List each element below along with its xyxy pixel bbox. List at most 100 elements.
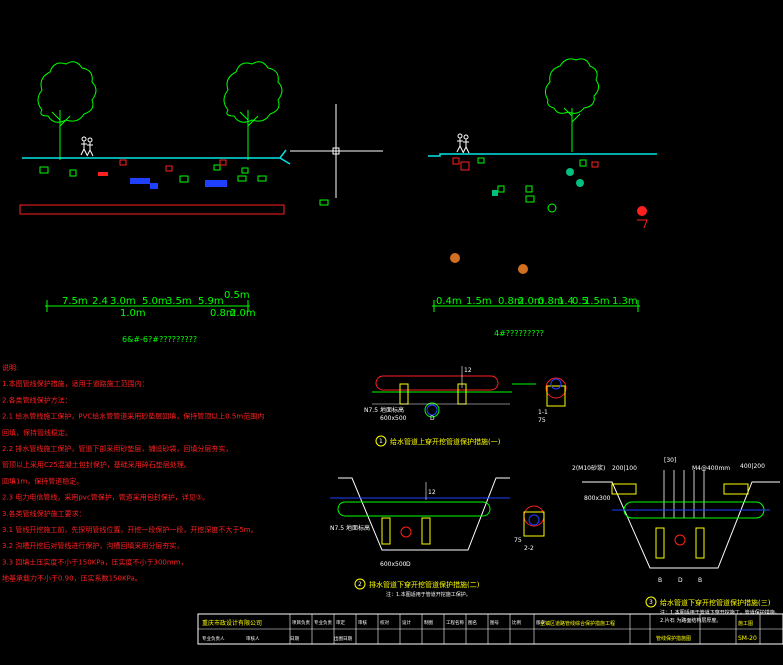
title-block-cell: 设计 [402,619,411,626]
detail-number: 2 [358,581,362,588]
note-line: 说明: [2,363,18,372]
dim-label: 1.4 [558,296,574,307]
dim-label: 1.0m [120,308,146,319]
detail-number: 1 [379,438,383,445]
elev-label: N7.5 地面标高 [330,524,370,532]
title-block-cell: 比例 [512,619,521,626]
left-road-section: 7.5m 2.4 3.0m 5.0m 3.5m 5.9m 0.5m 1.0m 0… [19,61,383,344]
dim-label: 2.0m [230,308,256,319]
project-name: 全镇区道路管线综合保护措施工程 [540,620,615,627]
dim-label: 75 [514,537,522,544]
dim-label: 1.5m [466,296,492,307]
dim-label: D [430,415,435,422]
dim-label: 600x500 [380,415,407,422]
tree-icon [223,61,283,160]
company-name: 重庆市政设计有限公司 [202,619,262,627]
dim-label: 75 [538,417,546,424]
detail-note: 注：1.本图适用于管道开挖施工保护。 [386,591,471,598]
note-line: 2.3 电力电信管线，采用pvc管保护，管道采用包封保护，详见③。 [2,493,209,502]
note-line: 1.本图管线保护措施，适用于道路施工范围内： [2,379,149,388]
note-line: 地基承载力不小于0.90，压实系数150KPa。 [2,574,142,583]
dim-label: 1.3m [612,296,638,307]
dim-label: D [406,561,411,568]
detail-title: 排水管道下穿开挖管道保护措施(二) [369,580,480,589]
dim-label: 0.4m [436,296,462,307]
notes-block: 说明: 1.本图管线保护措施，适用于道路施工范围内： 2.各类管线保护方法： 2.1 … [2,363,264,583]
dimension-chain-left [45,300,250,312]
note-line: 3.2 沟槽开挖后对管线进行保护，沟槽回填采用分层夯实， [2,541,183,550]
note-line: 回填1m，保持管道稳定。 [2,476,83,485]
right-road-section: 0.4m 1.5m 0.8m 2.0m 0.8m 1.4 0.5 1.5m 1.… [428,58,657,338]
dim-label: 600x500 [380,561,407,568]
dim-label: 3.0m [110,296,136,307]
dim-label: M4@400mm [692,465,730,472]
pipe-markers [39,159,329,206]
pipe-markers [450,157,648,274]
dim-label: [30] [664,457,676,464]
detail-2: N7.5 地面标高 600x500 D 12 2-2 75 2 排水管道下穿开挖… [330,477,545,598]
note-line: 3.1 管线开挖施工前，先探明管线位置，开挖一段保护一段，开挖深度不大于5m。 [2,525,258,534]
dim-label: 3.5m [166,296,192,307]
title-block-cell: 制图 [424,619,433,626]
dim-label: 200|100 [612,465,637,472]
dim-label: 0.5 [572,296,588,307]
crosshair-cursor-icon [290,104,383,198]
title-block-cell: 审核人 [246,635,260,642]
title-block-cell: 项目负责 [292,619,310,626]
title-block: 重庆市政设计有限公司 全镇区道路管线综合保护措施工程 管线保护措施图 SM-20… [197,613,783,645]
elev-label: N7.5 地面标高 [364,406,404,414]
dim-label: 1-1 [538,409,548,416]
tree-icon [544,58,600,152]
title-block-cell: 图号 [490,620,499,626]
dim-label: 0.8m [210,308,236,319]
dim-label: 5.9m [198,296,224,307]
dim-label: D [678,577,683,584]
detail-3: 2(M10砂浆) 200|100 [30] M4@400mm 400|200 8… [572,457,780,624]
detail-title: 给水管道上穿开挖管道保护措施(一) [390,437,501,446]
note-line: 2.各类管线保护方法： [2,395,72,404]
dim-label: B [658,577,662,584]
pedestrian-icon [80,136,94,157]
dim-label: 800x300 [584,495,611,502]
section-title: 6&#-6?#????????? [122,335,197,344]
note-line: 3.3 回填土压实度不小于150KPa，压实度不小于300mm， [2,557,188,566]
dim-label: 7.5m [62,296,88,307]
detail-title: 给水管道下穿开挖管道保护措施(三) [660,598,771,607]
drawing-scale: 施工图 [738,620,753,627]
dim-label: 0.8m [498,296,524,307]
drawing-number: SM-20 [738,635,757,642]
title-block-cell: 版次 [536,619,545,626]
dim-label: 2.0m [518,296,544,307]
dim-label: 2(M10砂浆) [572,464,605,472]
dim-label: 2.4 [92,296,108,307]
detail-number: 3 [649,599,653,606]
dim-label: 5.0m [142,296,168,307]
ground-line [22,149,291,165]
title-block-cell: 图名 [468,619,477,626]
dim-label: 0.5m [224,290,250,301]
title-block-cell: 审核 [358,619,367,626]
dim-label: 12 [428,489,436,496]
dim-label: 1.5m [584,296,610,307]
note-line: 2.1 给水管线施工保护，PVC给水管管道采用砂垫层回填，保持管顶以上0.5m范… [2,412,264,421]
note-line: 回填，保持管线稳定。 [2,428,72,437]
dim-label: 400|200 [740,463,765,470]
title-block-cell: 工程名称 [446,619,464,626]
note-line: 3.各类管线保护施工要求： [2,509,86,518]
title-block-cell: 审定 [336,619,345,626]
title-block-cell: 校对 [380,619,389,626]
title-block-cell: 日期 [290,636,299,642]
title-block-cell: 出图日期 [334,635,352,642]
dim-label: B [698,577,702,584]
pedestrian-icon [456,133,470,154]
road-slab [19,204,285,215]
title-block-cell: 专业负责 [314,619,332,626]
detail-note: 2.片石 为路面结构层厚度。 [660,617,721,624]
ground-line [428,153,657,157]
note-line: 管顶以上采用C25混凝土包封保护，基础采用碎石垫层处理。 [2,460,191,469]
title-block-cell: 专业负责人 [202,635,225,642]
dimension-chain-right [432,300,640,312]
dim-label: 12 [464,367,472,374]
tree-icon [37,61,97,160]
